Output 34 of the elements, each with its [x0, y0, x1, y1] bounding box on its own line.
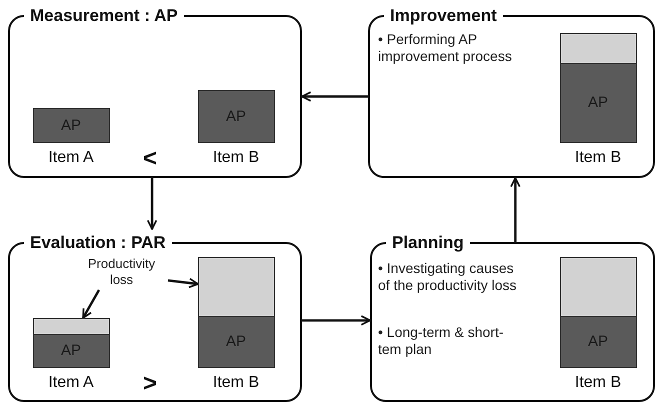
bar-label: AP [588, 94, 608, 111]
loss-bar [560, 32, 636, 64]
leader-arrow [168, 278, 199, 288]
flow-arrow [301, 91, 368, 102]
item-label: Item B [212, 148, 260, 166]
bar-label: AP [60, 116, 81, 134]
flow-arrow [510, 177, 521, 242]
bar-label: AP [226, 108, 246, 124]
loss-bar [560, 256, 636, 316]
ap-bar [32, 108, 110, 142]
ap-bar [198, 90, 274, 142]
ap-bar [560, 316, 636, 368]
bar-label: AP [226, 333, 246, 350]
ap-bar [32, 334, 110, 368]
bar-label: AP [60, 342, 81, 359]
item-label: Item B [574, 148, 622, 166]
loss-bar [32, 318, 110, 334]
bullet-text: • Investigating causes of the productivity loss [378, 260, 518, 294]
ap-bar [560, 62, 636, 142]
bullet-text: • Long-term & short-tem plan [378, 324, 505, 358]
item-label: Item B [574, 374, 622, 392]
loss-bar [198, 256, 274, 316]
item-label: Item A [47, 148, 95, 166]
leader-arrow [82, 289, 100, 319]
less-than-sign: < [143, 147, 158, 171]
greater-than-sign: > [143, 372, 158, 396]
bar-label: AP [588, 333, 608, 350]
item-label: Item B [212, 374, 260, 392]
bullet-text: • Performing AP improvement process [378, 31, 513, 65]
ap-bar [198, 316, 274, 368]
flow-arrow [146, 178, 158, 230]
flow-arrow [302, 315, 371, 326]
callout-text: Productivity loss [76, 256, 168, 290]
item-label: Item A [47, 374, 95, 392]
